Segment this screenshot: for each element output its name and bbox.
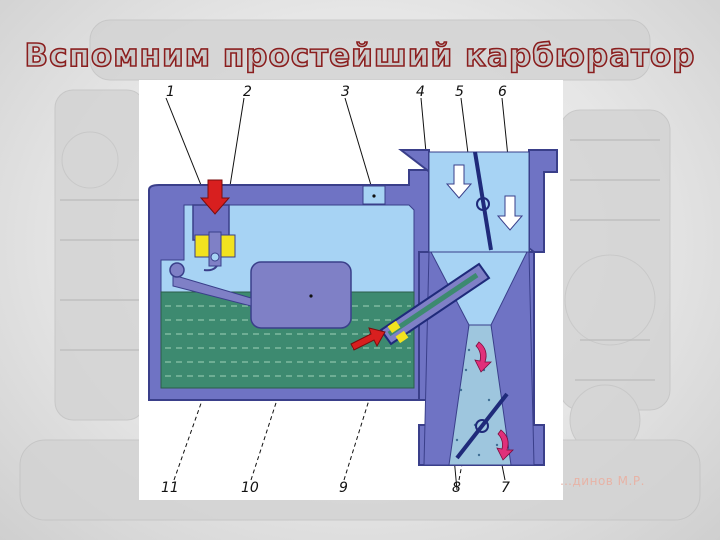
- air-inflow-arrow-right: [496, 195, 524, 231]
- carburetor-drawing: [148, 97, 558, 491]
- author-credit: …динов М.Р.: [560, 474, 645, 488]
- callout-1: 1: [166, 84, 175, 100]
- fuel-jet-arrow: [350, 327, 386, 351]
- callout-4: 4: [416, 84, 425, 100]
- callout-5: 5: [455, 84, 464, 100]
- throttle-valve: [455, 392, 509, 460]
- callout-3: 3: [341, 84, 350, 100]
- slide-title: Вспомним простейший карбюратор: [24, 37, 696, 75]
- air-inflow-arrow-left: [445, 164, 473, 199]
- mixture-arrow-upper: [474, 341, 492, 373]
- callout-11: 11: [161, 480, 179, 496]
- mixture-arrow-lower: [496, 429, 514, 461]
- air-damper: [473, 151, 493, 251]
- callout-10: 10: [241, 480, 259, 496]
- carburetor-diagram: 1 2 3 4 5 6 11 10 9 8 7: [139, 80, 563, 500]
- callout-7: 7: [501, 480, 510, 496]
- callout-9: 9: [339, 480, 348, 496]
- float: [250, 261, 352, 329]
- float-lever: [172, 274, 252, 307]
- lever-pivot: [169, 262, 185, 278]
- mixture-flow: [448, 324, 512, 466]
- fuel-inlet-arrow: [199, 179, 231, 215]
- callout-2: 2: [243, 84, 252, 100]
- callout-6: 6: [498, 84, 507, 100]
- callout-8: 8: [452, 480, 461, 496]
